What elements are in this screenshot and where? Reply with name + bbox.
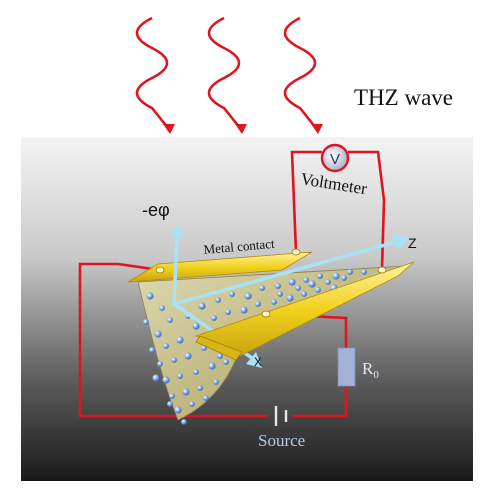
wave-3 xyxy=(283,16,318,129)
electron xyxy=(229,291,235,297)
electron xyxy=(189,401,195,407)
electron xyxy=(308,280,316,288)
electron xyxy=(208,362,216,370)
electron xyxy=(303,277,309,283)
wave-arrowheads xyxy=(163,124,323,134)
z-axis-line xyxy=(172,240,398,306)
electron xyxy=(167,401,173,407)
voltmeter-icon xyxy=(320,143,350,173)
electron xyxy=(154,330,162,338)
electron xyxy=(225,309,231,315)
electron xyxy=(277,291,283,297)
back-contact-dot xyxy=(155,266,165,274)
electron xyxy=(163,343,169,349)
potential-axis-label: -eφ xyxy=(142,200,170,220)
electron xyxy=(167,317,173,323)
electron xyxy=(332,272,340,280)
electron xyxy=(244,292,252,300)
metal-contact-label: Metal contact xyxy=(203,236,276,257)
x-axis-arrowhead xyxy=(246,352,262,368)
electron xyxy=(211,315,217,321)
wave-2-arrowhead xyxy=(235,124,247,134)
electron xyxy=(288,278,296,286)
electron xyxy=(361,269,367,275)
thz-waves xyxy=(135,16,318,129)
electron xyxy=(295,285,301,291)
electron xyxy=(275,283,281,289)
electron xyxy=(174,406,182,414)
electron xyxy=(301,291,307,297)
electron xyxy=(286,294,294,302)
wave-1-arrowhead xyxy=(163,124,175,134)
electron xyxy=(197,385,203,391)
resistor-label-main: R xyxy=(362,359,374,378)
source-label: Source xyxy=(258,431,305,450)
electron xyxy=(198,302,206,310)
resistor-label: R0 xyxy=(362,359,379,381)
voltmeter-wires xyxy=(290,150,386,271)
electron xyxy=(317,273,323,279)
battery-icon xyxy=(274,406,288,426)
front-contact-dot-2 xyxy=(377,266,387,274)
resistor-label-sub: 0 xyxy=(373,369,379,381)
electron xyxy=(157,361,163,367)
electron xyxy=(193,369,199,375)
potential-axis-arrowhead xyxy=(170,224,184,238)
electron xyxy=(143,319,149,325)
electron xyxy=(176,336,184,344)
electron xyxy=(217,353,223,359)
voltmeter-symbol: V xyxy=(330,151,340,168)
electron xyxy=(213,379,219,385)
electron xyxy=(203,395,209,401)
front-contact-dot xyxy=(261,310,271,318)
electron xyxy=(184,352,192,360)
electron xyxy=(240,306,248,314)
z-axis-arrowhead xyxy=(392,234,410,250)
electron xyxy=(171,357,177,363)
electron xyxy=(162,376,170,384)
electron xyxy=(149,347,155,353)
wave-1 xyxy=(135,16,170,129)
electron xyxy=(223,359,229,365)
electron xyxy=(181,419,187,425)
electron xyxy=(341,275,347,281)
z-axis-label: Z xyxy=(408,235,417,251)
electron xyxy=(182,388,190,396)
electron xyxy=(271,299,277,305)
wave-2 xyxy=(207,16,242,129)
potential-axis xyxy=(172,234,179,306)
electron xyxy=(259,285,265,291)
electron xyxy=(315,287,321,293)
thz-wave-label: THZ wave xyxy=(354,85,453,110)
electron xyxy=(159,305,165,311)
electron xyxy=(177,373,183,379)
electron xyxy=(169,393,175,399)
electron xyxy=(325,279,331,285)
back-contact-dot-2 xyxy=(291,248,301,256)
electron xyxy=(255,301,261,307)
front-metal-contact xyxy=(194,248,415,361)
resistor xyxy=(337,347,356,387)
x-axis-label: X xyxy=(254,355,262,369)
electron xyxy=(192,322,200,330)
wave-3-arrowhead xyxy=(311,124,323,134)
axis-arrowheads xyxy=(170,224,410,368)
electron xyxy=(146,292,154,300)
electron xyxy=(347,269,353,275)
voltmeter: V xyxy=(320,143,350,173)
electron xyxy=(215,297,221,303)
electron xyxy=(152,374,160,382)
